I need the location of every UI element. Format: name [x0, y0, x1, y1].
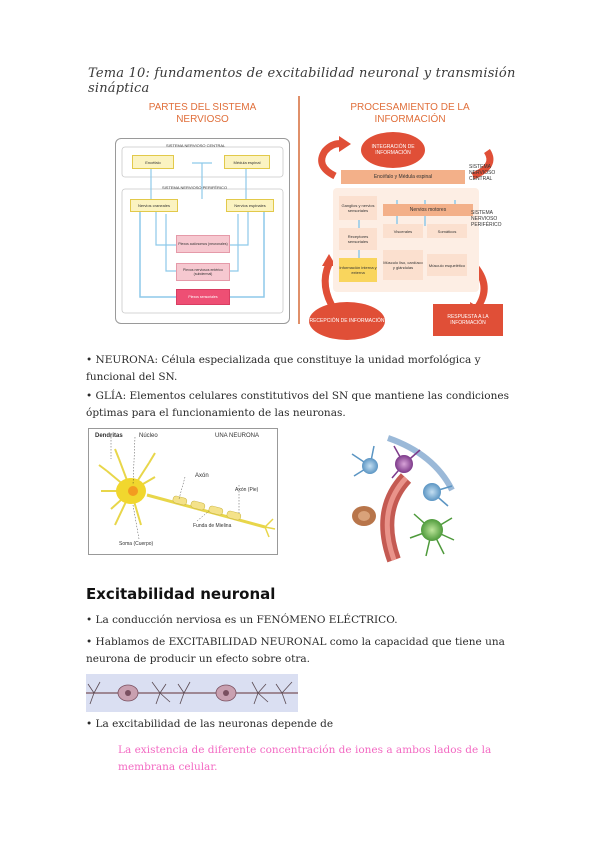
label-axon: Axón: [195, 473, 209, 479]
highlight-iones: La existencia de diferente concentración…: [118, 744, 492, 773]
label-dendritas: Dendritas: [95, 433, 123, 439]
glia-drawing: [351, 435, 455, 563]
label-nucleo: Núcleo: [139, 433, 158, 439]
glia-illustration: [348, 432, 460, 564]
nervios-craneales-box: Nervios craneales: [130, 199, 178, 212]
plexos-enterico-box: Plexos nerviosos entérico (subdermal): [176, 263, 230, 281]
musculo-esqueletico-box: Músculo esquelético: [427, 254, 467, 276]
bullet-depende: • La excitabilidad de las neuronas depen…: [86, 718, 334, 730]
info-interna-box: Información interna y externa: [339, 258, 377, 282]
neuron-diagram: Dendritas Núcleo UNA NEURONA Axón Axón (…: [88, 428, 278, 555]
snc-side-label: SISTEMA NERVIOSO CENTRAL: [469, 164, 496, 182]
bullet-excitabilidad: • Hablamos de EXCITABILIDAD NEURONAL com…: [86, 636, 505, 665]
neuron-drawing: [98, 436, 276, 540]
plexos-autonomos-box: Plexos autónomos (neuronales): [176, 235, 230, 253]
neuron-chain-drawing: [86, 681, 298, 705]
plexos-sensoriales-box: Plexos sensoriales: [176, 289, 230, 305]
musculo-liso-box: Músculo liso, cardíaco y glándulas: [383, 250, 423, 280]
respuesta-arrow: RESPUESTA A LA INFORMACIÓN: [433, 304, 503, 336]
medula-box: Médula espinal: [224, 155, 270, 169]
figure-right-title: PROCESAMIENTO DE LA INFORMACIÓN: [350, 102, 470, 125]
somaticos-box: Somáticos: [427, 224, 467, 238]
neuron-caption: UNA NEURONA: [215, 433, 260, 439]
diagram-lines: [121, 146, 284, 314]
bullet-glia: • GLÍA: Elementos celulares constitutivo…: [86, 390, 509, 419]
section-heading: Excitabilidad neuronal: [86, 585, 276, 603]
viscerales-box: Viscerales: [383, 224, 423, 238]
receptores-box: Receptores sensoriales: [339, 228, 377, 250]
snp-side-label: SISTEMA NERVIOSO PERIFÉRICO: [471, 210, 502, 228]
snp-label: SISTEMA NERVIOSO PERIFÉRICO: [162, 185, 228, 190]
bullet-conduccion: • La conducción nerviosa es un FENÓMENO …: [86, 614, 398, 626]
figure-divider: [298, 96, 300, 324]
label-funda: Funda de Mielina: [193, 523, 232, 529]
figure-information-processing: PROCESAMIENTO DE LA INFORMACIÓN INTEGRAC…: [305, 96, 515, 346]
nervios-espinales-box: Nervios espinales: [226, 199, 274, 212]
neuron-chain-illustration: [86, 674, 298, 712]
page-title: Tema 10: fundamentos de excitabilidad ne…: [88, 66, 516, 96]
integracion-oval: INTEGRACIÓN DE INFORMACIÓN: [361, 132, 425, 168]
bullet-neurona: • NEURONA: Célula especializada que cons…: [86, 354, 481, 383]
figure-parts-of-nervous-system: PARTES DEL SISTEMA NERVIOSO SISTEMA NERV…: [115, 96, 290, 324]
recepcion-oval: RECEPCIÓN DE INFORMACIÓN: [309, 302, 385, 340]
encefalo-medula-bar: Encéfalo y Médula espinal: [341, 170, 465, 184]
encefalo-box: Encéfalo: [132, 155, 174, 169]
snc-label: SISTEMA NERVIOSO CENTRAL: [166, 143, 226, 148]
figure-left-title: PARTES DEL SISTEMA NERVIOSO: [148, 102, 257, 125]
label-axon-term: Axón (Pie): [235, 487, 259, 493]
nervios-motores-bar: Nervios motores: [383, 204, 473, 216]
ganglios-box: Ganglios y nervios sensoriales: [339, 196, 377, 220]
label-soma: Soma (Cuerpo): [119, 541, 154, 547]
diagram-frame: SISTEMA NERVIOSO CENTRAL Encéfalo Médula…: [115, 138, 290, 324]
